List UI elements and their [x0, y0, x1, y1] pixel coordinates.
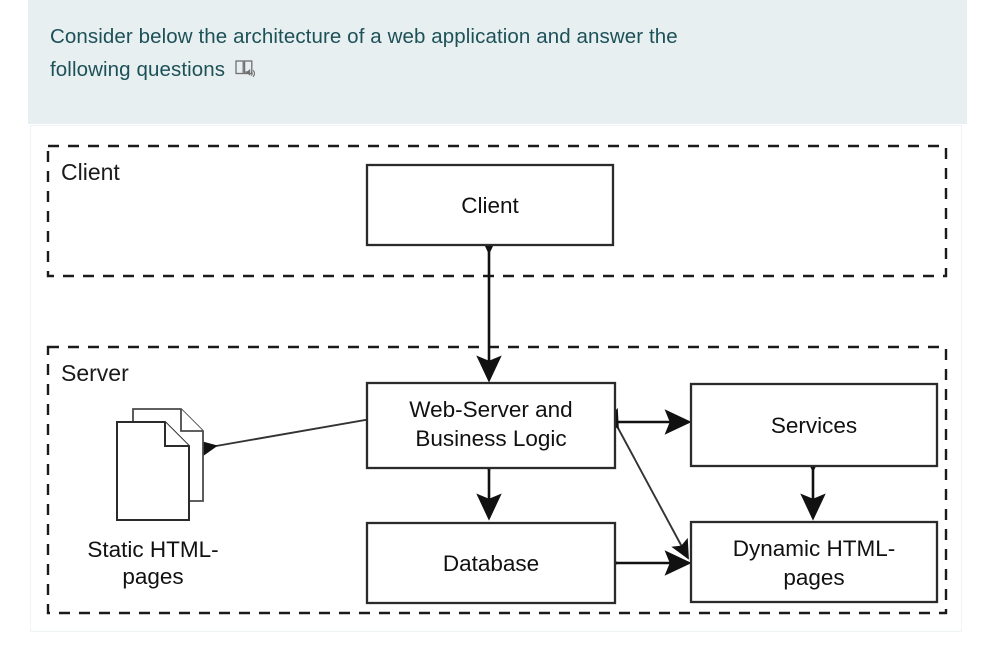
question-panel: Consider below the architecture of a web…: [28, 0, 967, 124]
node-database[interactable]: Database: [365, 521, 617, 605]
node-services-label: Services: [771, 413, 857, 438]
question-line-1: Consider below the architecture of a web…: [50, 25, 678, 48]
static-html-pages-label-line1: Static HTML-: [87, 537, 218, 562]
zone-client: [46, 144, 948, 278]
node-web-server-label-line1: Web-Server and: [409, 397, 572, 422]
connector-statichtml-webserver: [196, 409, 390, 459]
node-dynamic-html-label-line1: Dynamic HTML-: [733, 536, 896, 561]
diagram-canvas: Client Server: [46, 144, 948, 615]
zone-server-label: Server: [61, 360, 129, 386]
node-web-server[interactable]: Web-Server and Business Logic: [365, 381, 617, 470]
node-dynamic-html-label-line2: pages: [783, 565, 844, 590]
node-database-label: Database: [443, 551, 539, 576]
read-aloud-icon[interactable]: [235, 56, 257, 78]
static-html-pages-label-line2: pages: [122, 564, 183, 589]
question-line-2: following questions: [50, 58, 226, 81]
static-html-pages-icon: [116, 408, 204, 521]
node-client-label: Client: [461, 193, 519, 218]
node-services[interactable]: Services: [689, 382, 939, 468]
question-text: Consider below the architecture of a web…: [50, 20, 910, 86]
zone-client-label: Client: [61, 159, 120, 185]
node-web-server-label-line2: Business Logic: [415, 426, 566, 451]
node-client[interactable]: Client: [365, 163, 615, 247]
node-dynamic-html[interactable]: Dynamic HTML- pages: [689, 520, 939, 604]
connector-webserver-dynamichtml: [601, 407, 689, 560]
architecture-diagram: Client Server: [30, 125, 962, 632]
